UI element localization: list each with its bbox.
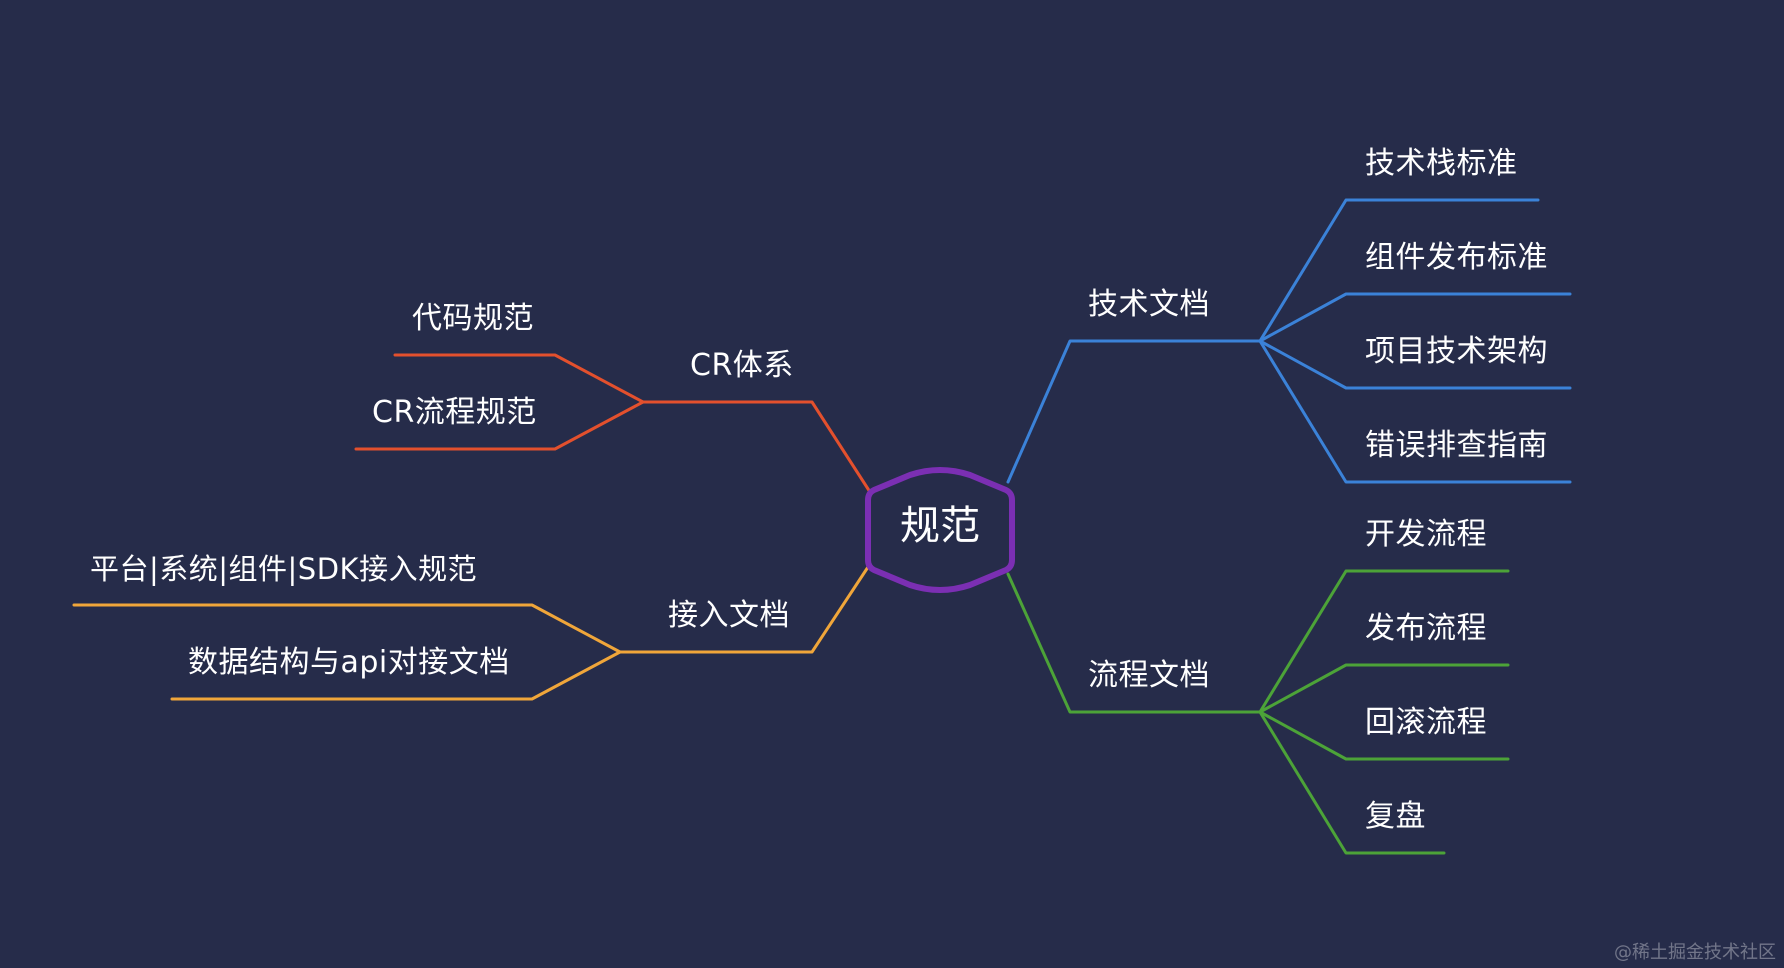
connector-flow-3 bbox=[1258, 710, 1510, 761]
connector-flow-1 bbox=[1258, 569, 1510, 714]
branch-cr-label[interactable]: CR体系 bbox=[690, 348, 794, 383]
connector-flow-4 bbox=[1258, 710, 1446, 855]
watermark: @稀土掘金技术社区 bbox=[1614, 942, 1776, 963]
flow-child-2-label[interactable]: 发布流程 bbox=[1365, 611, 1487, 646]
access-child-platform-label[interactable]: 平台|系统|组件|SDK接入规范 bbox=[90, 552, 478, 586]
connector-tech-2 bbox=[1258, 292, 1572, 343]
access-child-data-label[interactable]: 数据结构与api对接文档 bbox=[188, 645, 510, 680]
tech-child-3-label[interactable]: 项目技术架构 bbox=[1365, 334, 1548, 369]
connector-cr-code bbox=[393, 353, 645, 404]
flow-child-1-label[interactable]: 开发流程 bbox=[1365, 517, 1487, 552]
connector-access-data bbox=[170, 650, 622, 701]
center-node-label[interactable]: 规范 bbox=[900, 503, 980, 549]
connector-center-access bbox=[618, 562, 872, 654]
connector-center-tech bbox=[1006, 339, 1262, 484]
connector-tech-1 bbox=[1258, 198, 1540, 343]
connector-cr-flow bbox=[354, 400, 645, 451]
connector-access-platform bbox=[72, 603, 622, 654]
tech-child-1-label[interactable]: 技术栈标准 bbox=[1365, 146, 1518, 181]
connector-tech-4 bbox=[1258, 339, 1572, 484]
flow-child-3-label[interactable]: 回滚流程 bbox=[1365, 705, 1487, 740]
branch-access-label[interactable]: 接入文档 bbox=[668, 598, 790, 633]
branch-tech-label[interactable]: 技术文档 bbox=[1088, 287, 1210, 322]
center-node-shape bbox=[865, 467, 1015, 593]
connector-center-cr bbox=[641, 400, 872, 494]
tech-child-4-label[interactable]: 错误排查指南 bbox=[1365, 428, 1548, 463]
tech-child-2-label[interactable]: 组件发布标准 bbox=[1365, 240, 1548, 275]
connector-flow-2 bbox=[1258, 663, 1510, 714]
connector-tech-3 bbox=[1258, 339, 1572, 390]
flow-child-4-label[interactable]: 复盘 bbox=[1365, 799, 1426, 834]
cr-child-flow-label[interactable]: CR流程规范 bbox=[372, 395, 537, 430]
cr-child-code-label[interactable]: 代码规范 bbox=[412, 301, 534, 336]
branch-flow-label[interactable]: 流程文档 bbox=[1088, 658, 1210, 693]
connector-center-flow bbox=[1006, 572, 1262, 714]
